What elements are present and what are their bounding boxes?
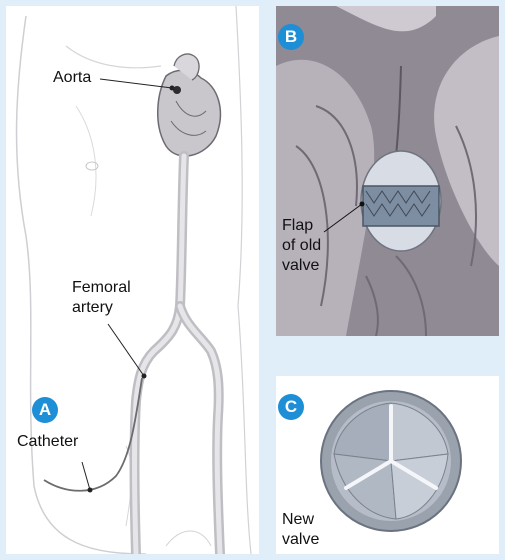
panel-b: B Flap of old valve	[276, 6, 499, 336]
femoral-artery-label: Femoral artery	[72, 278, 131, 318]
panel-c: C New valve	[276, 376, 499, 554]
artery-illustration	[135, 156, 221, 554]
panel-c-badge: C	[278, 394, 304, 420]
new-valve-label: New valve	[280, 510, 321, 550]
stent-valve-illustration	[276, 6, 499, 336]
aorta-label: Aorta	[53, 68, 91, 88]
panel-a: Aorta Femoral artery A Catheter	[6, 6, 259, 554]
panel-a-badge: A	[32, 397, 58, 423]
body-illustration	[6, 6, 259, 554]
flap-label: Flap of old valve	[282, 216, 321, 276]
panel-b-badge: B	[278, 24, 304, 50]
catheter-label: Catheter	[17, 432, 78, 452]
heart-illustration	[158, 54, 221, 156]
